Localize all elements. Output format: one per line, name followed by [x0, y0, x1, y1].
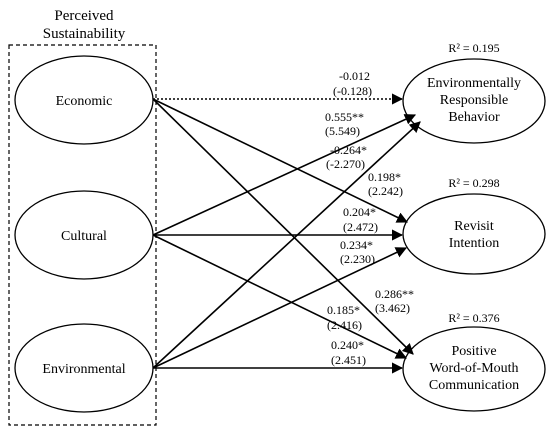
path-cultural-erb — [152, 114, 417, 236]
coef-environmental-revisit: 0.234* — [340, 238, 373, 252]
coef-environmental-wom: 0.240* — [331, 338, 364, 352]
t-environmental-erb: (2.416) — [327, 318, 362, 332]
t-cultural-wom: (3.462) — [375, 301, 410, 315]
cultural-label: Cultural — [61, 229, 107, 244]
path-environmental-revisit — [152, 247, 408, 369]
revisit-node — [402, 193, 546, 275]
wom-label-line3: Communication — [429, 378, 519, 393]
erb-label-line3: Behavior — [448, 110, 500, 125]
path-cultural-wom — [152, 234, 408, 359]
wom-r2: R² = 0.376 — [448, 311, 499, 325]
coef-economic-erb: -0.012 — [339, 69, 370, 83]
coef-economic-revisit: 0.555** — [325, 110, 364, 124]
wom-label-line2: Word-of-Mouth — [429, 361, 518, 376]
revisit-r2: R² = 0.298 — [448, 176, 499, 190]
coef-cultural-erb: -0.264* — [330, 143, 367, 157]
t-economic-revisit: (5.549) — [325, 124, 360, 138]
path-economic-wom — [152, 98, 414, 355]
t-environmental-revisit: (2.230) — [340, 252, 375, 266]
group-title-line2: Sustainability — [43, 26, 126, 42]
coef-economic-wom: 0.198* — [368, 170, 401, 184]
t-economic-wom: (2.242) — [368, 184, 403, 198]
t-economic-erb: (-0.128) — [333, 84, 372, 98]
t-cultural-revisit: (2.472) — [343, 220, 378, 234]
economic-label: Economic — [56, 94, 113, 109]
environmental-label: Environmental — [42, 362, 125, 377]
t-environmental-wom: (2.451) — [331, 353, 366, 367]
path-environmental-erb — [152, 121, 421, 369]
coef-cultural-wom: 0.286** — [375, 287, 414, 301]
erb-r2: R² = 0.195 — [448, 41, 499, 55]
path-economic-revisit — [152, 98, 409, 223]
coef-environmental-erb: 0.185* — [327, 303, 360, 317]
wom-label-line1: Positive — [451, 344, 496, 359]
revisit-label-line2: Intention — [449, 236, 500, 251]
group-title-line1: Perceived — [54, 8, 114, 24]
coef-cultural-revisit: 0.204* — [343, 205, 376, 219]
revisit-label-line1: Revisit — [454, 219, 494, 234]
t-cultural-erb: (-2.270) — [326, 157, 365, 171]
erb-label-line2: Responsible — [440, 93, 508, 108]
erb-label-line1: Environmentally — [427, 76, 521, 91]
